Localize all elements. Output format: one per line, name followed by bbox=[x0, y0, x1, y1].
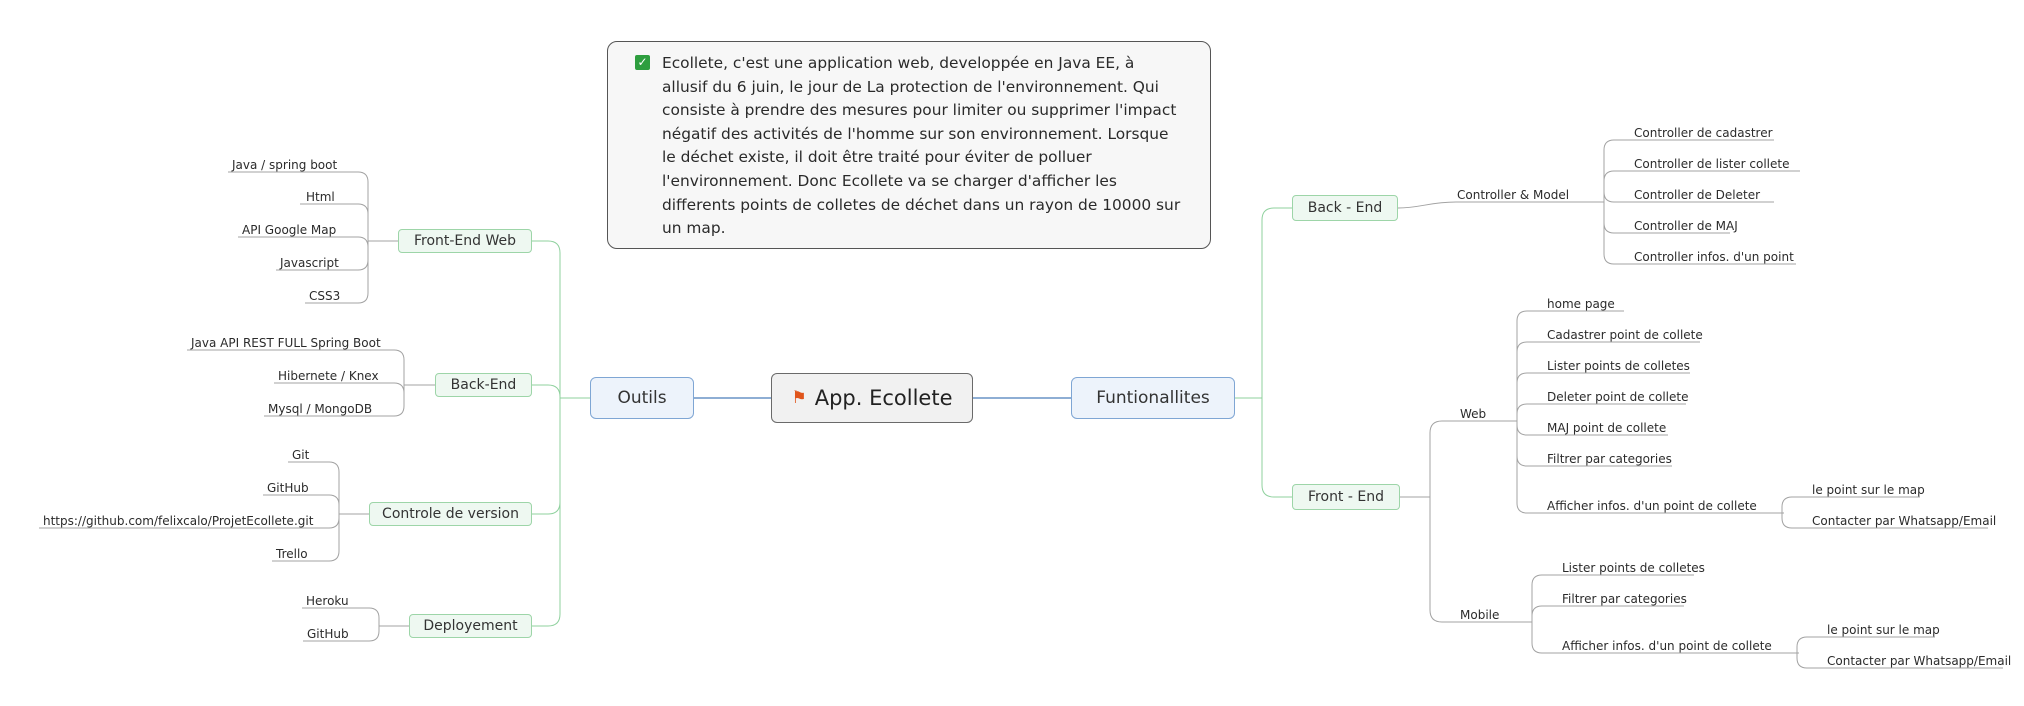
link-backend-link-2 bbox=[264, 385, 405, 417]
leaf-java-spring-boot[interactable]: Java / spring boot bbox=[232, 158, 338, 172]
link-outils-be bbox=[532, 384, 561, 398]
leaf-home-page[interactable]: home page bbox=[1547, 297, 1615, 311]
leaf-html[interactable]: Html bbox=[306, 190, 335, 204]
link-mobile-afficher-link-0 bbox=[1796, 636, 1935, 653]
leaf-mobile-point-sur-map[interactable]: le point sur le map bbox=[1827, 623, 1940, 637]
leaf-mobile-filtrer[interactable]: Filtrer par categories bbox=[1562, 592, 1687, 606]
link-deploy-link-0 bbox=[302, 607, 380, 626]
link-mobile-afficher-link-1 bbox=[1796, 653, 2003, 669]
subtopic-controle-de-version-label: Controle de version bbox=[382, 506, 519, 522]
link-mobile-items-link-2 bbox=[1531, 622, 1799, 654]
link-mobile-items-link-1 bbox=[1531, 605, 1684, 622]
link-version-link-1 bbox=[263, 494, 340, 514]
leaf-deleter-point[interactable]: Deleter point de collete bbox=[1547, 390, 1689, 404]
leaf-afficher-infos[interactable]: Afficher infos. d'un point de collete bbox=[1547, 499, 1757, 513]
leaf-controller-deleter[interactable]: Controller de Deleter bbox=[1634, 188, 1761, 202]
branch-funtionallites[interactable]: Funtionallites bbox=[1071, 377, 1235, 419]
link-func-front bbox=[1261, 398, 1292, 498]
leaf-css3[interactable]: CSS3 bbox=[309, 289, 341, 303]
link-outils-fe bbox=[532, 240, 561, 398]
link-controllers-link-2 bbox=[1603, 191, 1774, 203]
link-backend-link-1 bbox=[274, 382, 405, 394]
leaf-controller-infos[interactable]: Controller infos. d'un point bbox=[1634, 250, 1794, 264]
leaf-github-deploy[interactable]: GitHub bbox=[307, 627, 349, 641]
link-backend-link-0 bbox=[187, 349, 405, 385]
leaf-controller-maj[interactable]: Controller de MAJ bbox=[1634, 219, 1738, 233]
leaf-github-url[interactable]: https://github.com/felixcalo/ProjetEcoll… bbox=[43, 514, 314, 528]
subtopic-front-end-right[interactable]: Front - End bbox=[1292, 484, 1400, 510]
leaf-controller-lister[interactable]: Controller de lister collete bbox=[1634, 157, 1790, 171]
link-web-items-link-0 bbox=[1516, 310, 1624, 421]
link-controllers-link-0 bbox=[1603, 139, 1774, 202]
leaf-mobile-lister[interactable]: Lister points de colletes bbox=[1562, 561, 1705, 575]
leaf-lister-points[interactable]: Lister points de colletes bbox=[1547, 359, 1690, 373]
subtopic-front-end-web[interactable]: Front-End Web bbox=[398, 229, 532, 253]
link-front-mobile bbox=[1429, 497, 1532, 623]
branch-outils[interactable]: Outils bbox=[590, 377, 694, 419]
leaf-java-api-rest[interactable]: Java API REST FULL Spring Boot bbox=[191, 336, 381, 350]
note-text: Ecollete, c'est une application web, dev… bbox=[662, 54, 1181, 238]
leaf-point-sur-map[interactable]: le point sur le map bbox=[1812, 483, 1925, 497]
node-web[interactable]: Web bbox=[1460, 407, 1487, 421]
link-func-back bbox=[1261, 207, 1292, 398]
link-frontweb-link-2 bbox=[238, 236, 369, 248]
branch-outils-label: Outils bbox=[617, 388, 667, 408]
leaf-controller-cadastrer[interactable]: Controller de cadastrer bbox=[1634, 126, 1773, 140]
link-version-link-0 bbox=[288, 461, 340, 514]
leaf-git[interactable]: Git bbox=[292, 448, 310, 462]
subtopic-front-end-web-label: Front-End Web bbox=[413, 233, 517, 249]
subtopic-deployement[interactable]: Deployement bbox=[409, 614, 532, 638]
central-topic[interactable]: ⚑ App. Ecollete bbox=[771, 373, 973, 423]
subtopic-back-end[interactable]: Back-End bbox=[435, 373, 532, 397]
link-outils-dp bbox=[532, 398, 561, 627]
link-frontweb-link-1 bbox=[300, 203, 369, 241]
link-frontweb-link-4 bbox=[305, 241, 369, 304]
subtopic-controle-de-version[interactable]: Controle de version bbox=[369, 502, 532, 526]
node-controller-model[interactable]: Controller & Model bbox=[1457, 188, 1570, 202]
leaf-mobile-afficher[interactable]: Afficher infos. d'un point de collete bbox=[1562, 639, 1772, 653]
leaf-mobile-contacter[interactable]: Contacter par Whatsapp/Email bbox=[1827, 654, 2012, 668]
leaf-contacter[interactable]: Contacter par Whatsapp/Email bbox=[1812, 514, 1997, 528]
central-topic-label: App. Ecollete bbox=[814, 386, 953, 410]
link-deploy-link-1 bbox=[303, 626, 380, 642]
flag-icon: ⚑ bbox=[791, 388, 807, 408]
subtopic-deployement-label: Deployement bbox=[423, 618, 518, 634]
description-note: ✓ Ecollete, c'est une application web, d… bbox=[607, 41, 1211, 249]
subtopic-back-end-right[interactable]: Back - End bbox=[1292, 195, 1398, 221]
subtopic-back-end-right-label: Back - End bbox=[1307, 200, 1383, 216]
link-web-afficher-link-1 bbox=[1781, 513, 1988, 529]
link-web-items-link-1 bbox=[1516, 341, 1700, 421]
leaf-mysql-mongodb[interactable]: Mysql / MongoDB bbox=[268, 402, 373, 416]
leaf-javascript[interactable]: Javascript bbox=[280, 256, 339, 270]
branch-funtionallites-label: Funtionallites bbox=[1096, 388, 1210, 408]
link-frontweb-link-0 bbox=[228, 171, 369, 241]
leaf-github[interactable]: GitHub bbox=[267, 481, 309, 495]
link-back-controller bbox=[1397, 201, 1604, 209]
node-mobile[interactable]: Mobile bbox=[1460, 608, 1500, 622]
link-web-items-link-2 bbox=[1516, 372, 1690, 421]
leaf-trello[interactable]: Trello bbox=[276, 547, 308, 561]
leaf-hibernete-knex[interactable]: Hibernete / Knex bbox=[278, 369, 379, 383]
link-controllers-link-1 bbox=[1603, 170, 1800, 202]
link-web-afficher-link-0 bbox=[1781, 496, 1920, 513]
link-front-web bbox=[1429, 420, 1517, 497]
link-mobile-items-link-0 bbox=[1531, 574, 1694, 622]
leaf-heroku[interactable]: Heroku bbox=[306, 594, 349, 608]
leaf-filtrer-categories[interactable]: Filtrer par categories bbox=[1547, 452, 1672, 466]
link-outils-cv bbox=[532, 398, 561, 515]
link-web-items-link-6 bbox=[1516, 421, 1784, 514]
subtopic-back-end-label: Back-End bbox=[450, 377, 517, 393]
leaf-api-google-map[interactable]: API Google Map bbox=[242, 223, 337, 237]
link-version-link-3 bbox=[272, 514, 340, 562]
subtopic-front-end-right-label: Front - End bbox=[1308, 489, 1384, 505]
checkbox-checked-icon: ✓ bbox=[635, 55, 650, 70]
link-web-items-link-3 bbox=[1516, 403, 1686, 421]
leaf-maj-point[interactable]: MAJ point de collete bbox=[1547, 421, 1667, 435]
link-controllers-link-4 bbox=[1603, 202, 1796, 265]
leaf-cadastrer-point[interactable]: Cadastrer point de collete bbox=[1547, 328, 1703, 342]
